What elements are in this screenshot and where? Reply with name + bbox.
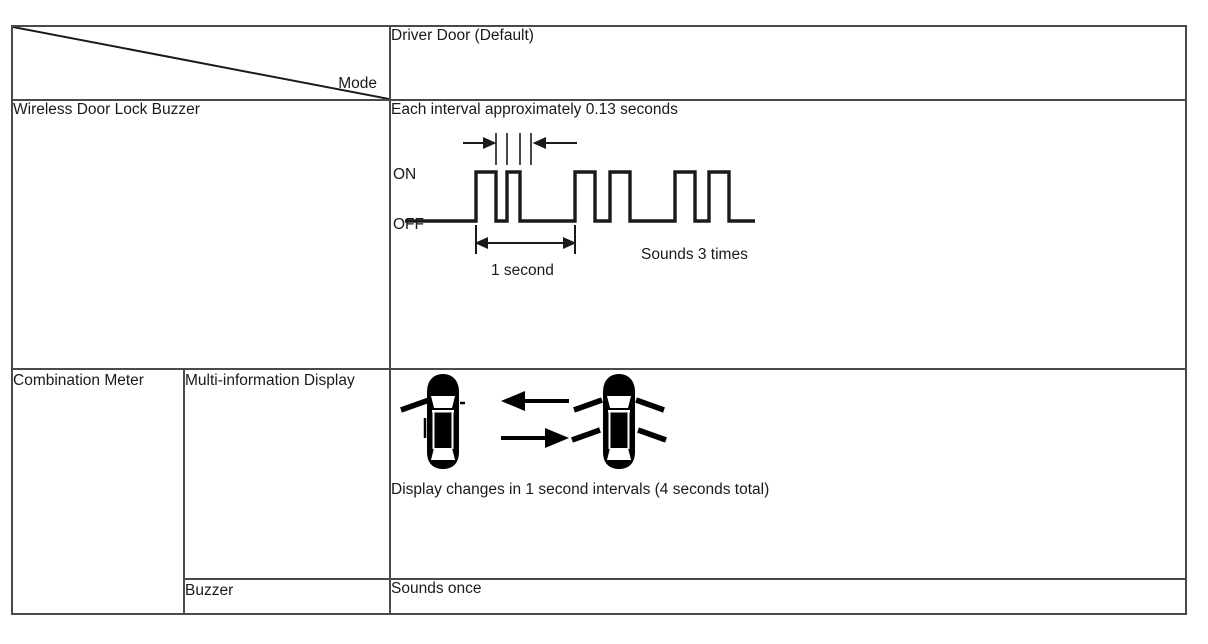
multi-information-display-cell: Display changes in 1 second intervals (4…	[389, 368, 1187, 580]
diagonal-header-cell: Mode	[11, 25, 391, 101]
buzzer-waveform-cell: Each interval approximately 0.13 seconds…	[389, 98, 1187, 371]
mode-value-cell: Driver Door (Default)	[389, 25, 1187, 101]
mode-column-label: Mode	[338, 74, 377, 92]
combination-meter-label: Combination Meter	[11, 368, 185, 615]
buzzer-waveform-diagram: ON OFF	[391, 125, 861, 280]
buzzer-timing-waveform-icon: ON OFF	[393, 133, 755, 279]
waveform-on-label: ON	[393, 166, 416, 183]
combination-meter-buzzer-row: Buzzer Sounds once	[12, 577, 1187, 616]
interval-dimension-arrows	[463, 133, 577, 165]
car-top-view-single-flash-icon	[400, 374, 465, 470]
table-header-row: Mode Driver Door (Default)	[11, 25, 1187, 101]
one-second-label: 1 second	[491, 262, 554, 279]
waveform-off-label: OFF	[393, 216, 424, 233]
one-second-dimension	[474, 225, 577, 254]
wireless-door-lock-buzzer-label: Wireless Door Lock Buzzer	[11, 98, 391, 371]
combination-meter-buzzer-value: Sounds once	[389, 577, 1187, 616]
display-animation-icons	[391, 370, 721, 475]
multi-information-display-row: Combination Meter Multi-information Disp…	[11, 368, 1187, 615]
combination-meter-buzzer-label: Buzzer	[183, 577, 391, 616]
display-change-caption: Display changes in 1 second intervals (4…	[391, 481, 770, 499]
buzzer-interval-caption: Each interval approximately 0.13 seconds	[391, 101, 678, 118]
arrow-left-icon	[501, 391, 569, 412]
multi-information-display-label: Multi-information Display	[183, 368, 391, 580]
mode-specification-table: Mode Driver Door (Default) Wireless Door…	[11, 25, 1187, 616]
sounds-three-times-label: Sounds 3 times	[641, 246, 748, 263]
arrow-right-icon	[501, 428, 569, 449]
diagonal-divider-icon	[14, 28, 388, 98]
waveform-trace	[405, 170, 755, 223]
wireless-door-lock-buzzer-row: Wireless Door Lock Buzzer Each interval …	[11, 98, 1187, 371]
car-flash-animation-icon	[400, 374, 667, 470]
car-top-view-multi-flash-icon	[571, 374, 667, 470]
